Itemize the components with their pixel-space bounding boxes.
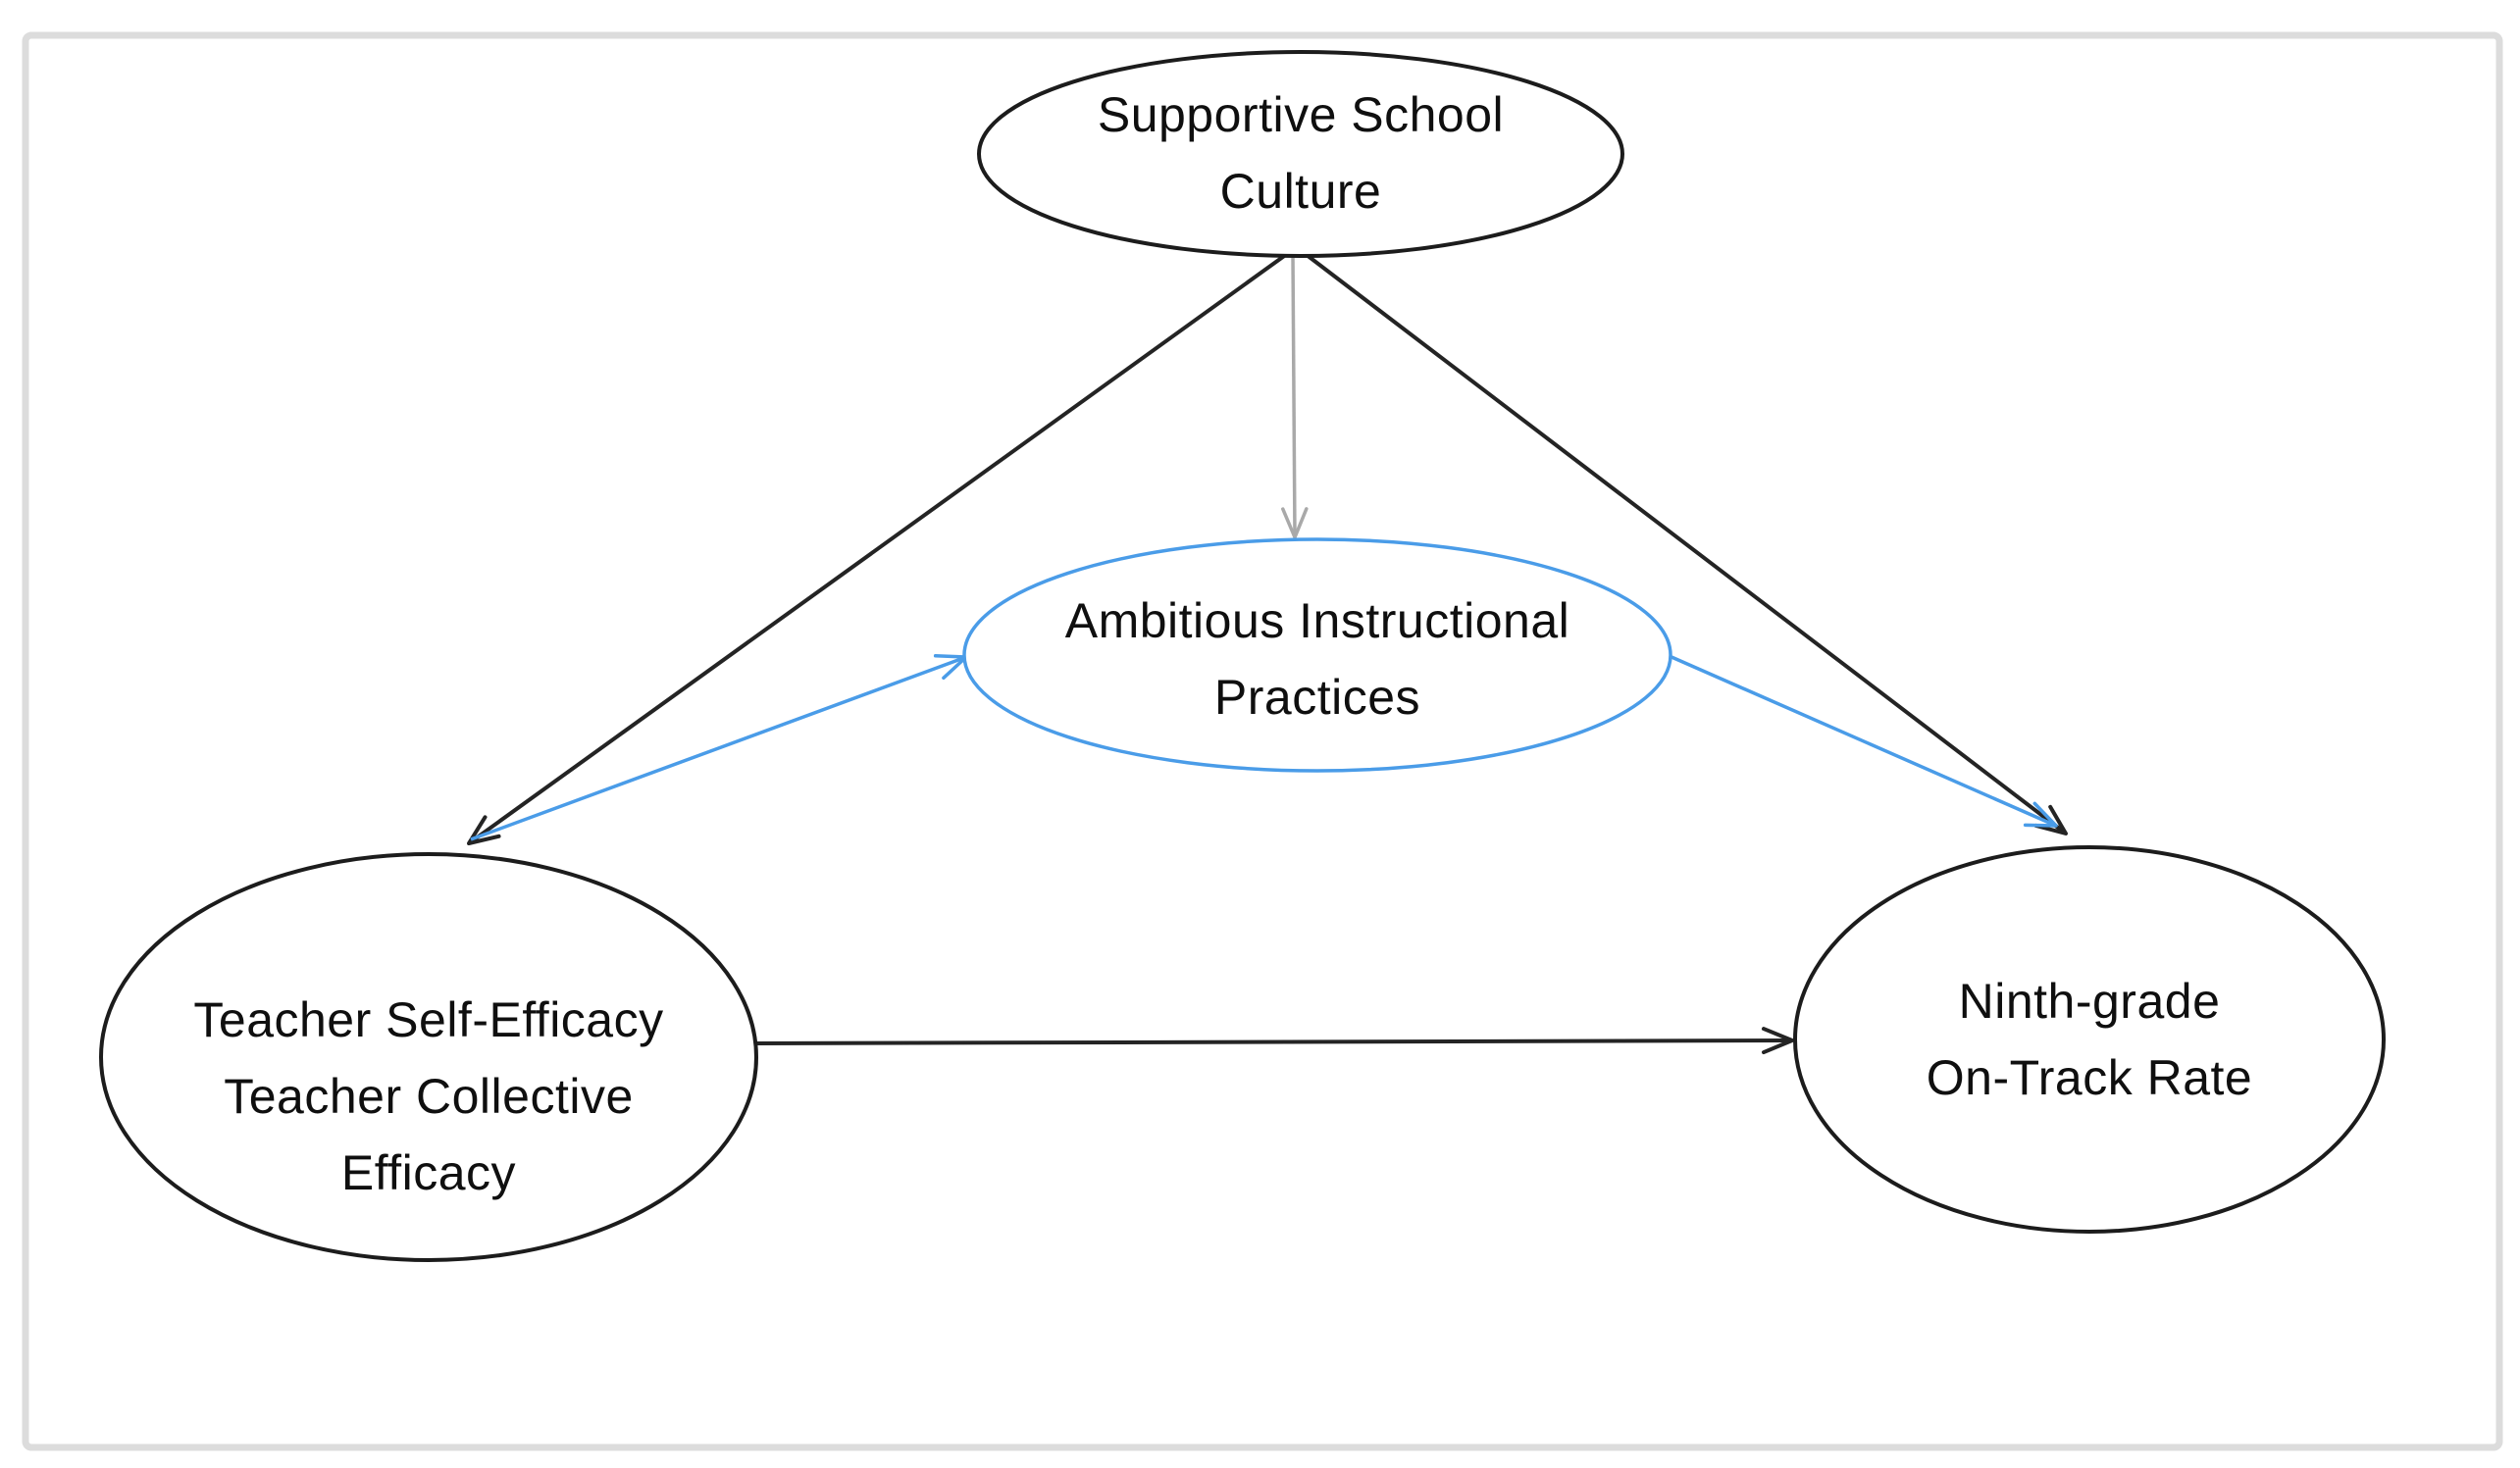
node-label-teacher-efficacy: Teacher Self-Efficacy Teacher Collective… bbox=[193, 992, 664, 1200]
edge-culture-to-ontrack bbox=[1305, 253, 2068, 835]
edge-practices-to-ontrack bbox=[1671, 655, 2058, 828]
node-teacher-efficacy-ellipse bbox=[99, 852, 758, 1262]
node-ninth-grade-on-track-rate-ellipse bbox=[1793, 845, 2386, 1234]
node-ambitious-instructional-practices-ellipse bbox=[962, 537, 1672, 773]
edge-culture-to-practices bbox=[1281, 254, 1309, 539]
node-supportive-school-culture-ellipse bbox=[977, 50, 1624, 258]
node-label-ambitious-instructional-practices: Ambitious Instructional Practices bbox=[1064, 593, 1570, 725]
edge-efficacy-to-practices bbox=[470, 654, 968, 841]
edge-culture-to-efficacy bbox=[467, 252, 1289, 845]
frame-border bbox=[22, 31, 2503, 1451]
edge-efficacy-to-ontrack bbox=[756, 1027, 1794, 1055]
node-label-ninth-grade-on-track-rate: Ninth-grade On-Track Rate bbox=[1926, 974, 2253, 1105]
node-label-supportive-school-culture: Supportive School Culture bbox=[1097, 87, 1505, 219]
